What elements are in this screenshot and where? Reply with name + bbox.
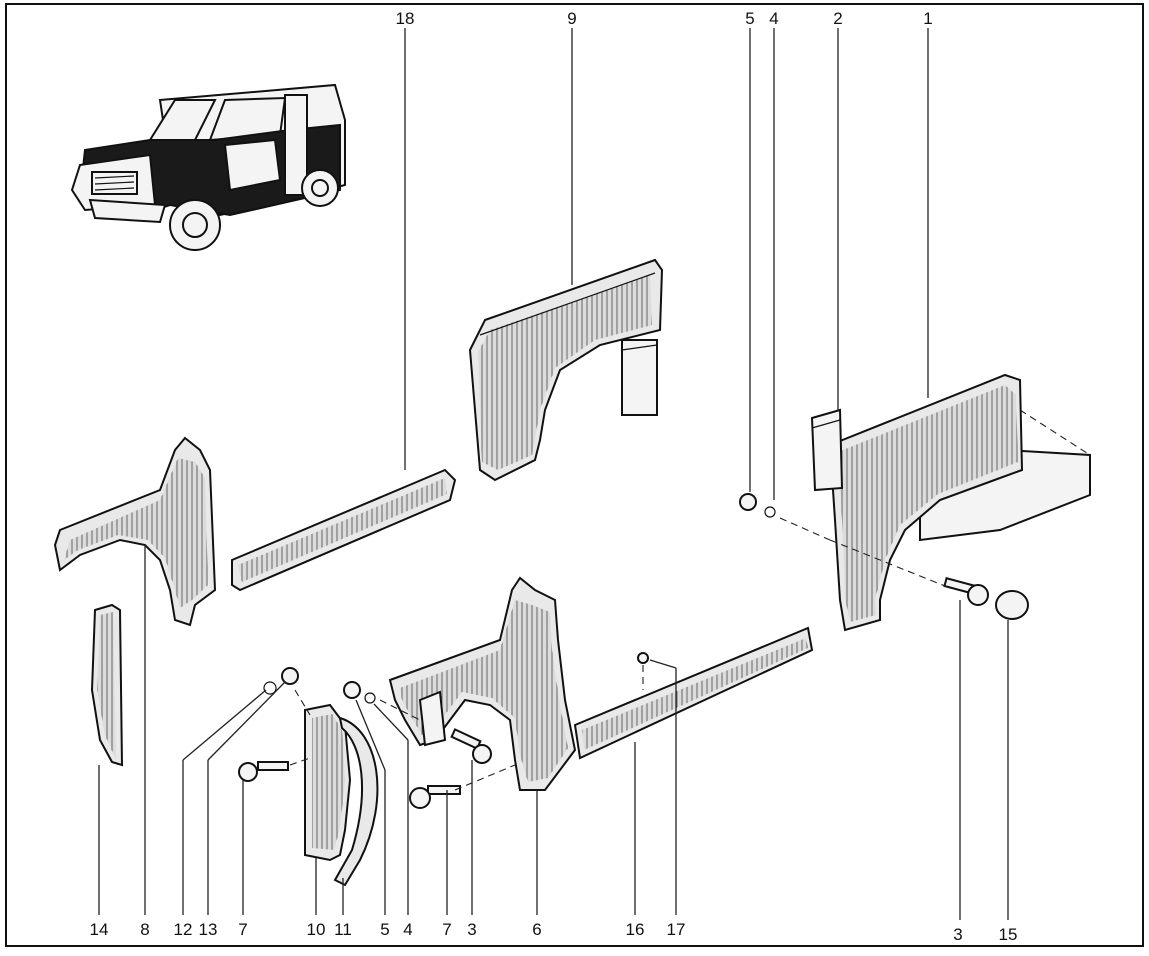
- assembly-guide-lines: [289, 517, 951, 791]
- callout-9: 9: [567, 9, 576, 28]
- callout-3-right: 3: [953, 925, 962, 944]
- part-6-wheelarch-panel: [388, 576, 577, 791]
- callout-17: 17: [667, 920, 686, 939]
- callout-5-top: 5: [745, 9, 754, 28]
- part-9-spacer-block: [621, 339, 658, 416]
- fastener-bolt-3-right: [943, 577, 989, 606]
- fastener-screw-17: [637, 652, 649, 664]
- callout-13: 13: [199, 920, 218, 939]
- callout-12: 12: [174, 920, 193, 939]
- part-1-rear-side-panel: [810, 373, 1091, 632]
- callout-8: 8: [140, 920, 149, 939]
- callout-2: 2: [833, 9, 842, 28]
- callout-6: 6: [532, 920, 541, 939]
- fastener-clip-4-left: [364, 692, 376, 704]
- part-14-pillar-trim: [90, 603, 124, 767]
- callout-1: 1: [923, 9, 932, 28]
- callout-16: 16: [626, 920, 645, 939]
- part-11-mud-flap-rubber: [333, 716, 379, 887]
- fastener-bolt-7-left: [238, 761, 289, 782]
- callout-4-bottom: 4: [403, 920, 412, 939]
- part-9-rear-quarter-panel: [468, 258, 664, 482]
- fastener-bolt-3-left: [450, 728, 492, 764]
- callout-5-bottom: 5: [380, 920, 389, 939]
- callout-11: 11: [334, 920, 352, 939]
- part-10-mud-flap: [304, 703, 352, 862]
- page-frame: [5, 3, 1144, 947]
- fastener-washer-12: [263, 681, 277, 695]
- fastener-bolt-7-right: [409, 785, 461, 809]
- part-2-spacer-block: [810, 408, 844, 492]
- callout-14: 14: [90, 920, 109, 939]
- part-8-front-wing-panel: [53, 436, 217, 627]
- leader-lines: [98, 28, 1009, 920]
- vehicle-thumbnail: [70, 83, 346, 251]
- callout-labels: 18 9 5 4 2 1 14 8 12 13 7 10 11 5 4 7 3 …: [90, 9, 1018, 944]
- fastener-cap-15: [995, 590, 1029, 620]
- fastener-nut-13: [281, 667, 299, 685]
- callout-7-left: 7: [238, 920, 247, 939]
- fastener-nut-5-left: [343, 681, 361, 699]
- part-16-rear-sill-strip: [573, 626, 814, 760]
- callout-15: 15: [999, 925, 1018, 944]
- callout-7-right: 7: [442, 920, 451, 939]
- callout-3-left: 3: [467, 920, 476, 939]
- callout-18: 18: [396, 9, 415, 28]
- callout-10: 10: [307, 920, 326, 939]
- callout-4-top: 4: [769, 9, 778, 28]
- part-18-sill-strip: [231, 468, 457, 592]
- fastener-nut-5-right: [739, 493, 757, 511]
- fastener-clip-4-right: [764, 506, 776, 518]
